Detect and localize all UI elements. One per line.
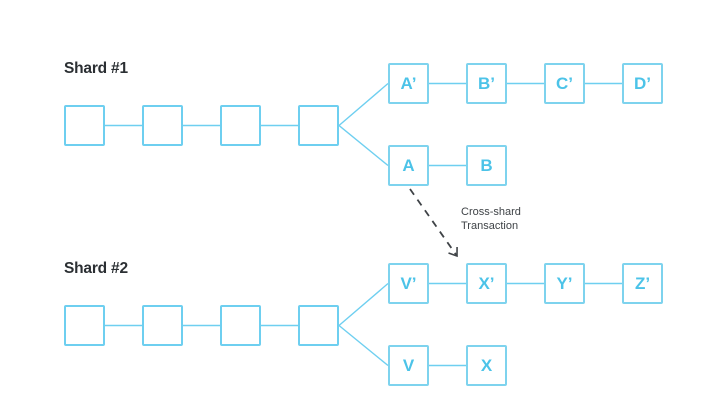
shard-2-chain-block-empty[interactable] [220, 305, 261, 346]
shard-1-upper-block-C-prime[interactable]: C’ [544, 63, 585, 104]
block-label: A [402, 156, 415, 175]
shard-1-chain-block-empty[interactable] [298, 105, 339, 146]
shard-2-chain-block-empty[interactable] [142, 305, 183, 346]
shard-1-chain-block-empty[interactable] [220, 105, 261, 146]
block-label: X’ [478, 274, 495, 293]
shard-2-lower-block-V[interactable]: V [388, 345, 429, 386]
block-label: C’ [556, 74, 573, 93]
shard-2-upper-block-Z-prime[interactable]: Z’ [622, 263, 663, 304]
block-label: V’ [400, 274, 417, 293]
shard-2-heading: Shard #2 [64, 260, 128, 277]
cross-shard-label-line-2: Transaction [461, 220, 519, 232]
shard-1-upper-block-A-prime[interactable]: A’ [388, 63, 429, 104]
block-label: Z’ [634, 274, 651, 293]
shard-2-lower-block-X[interactable]: X [466, 345, 507, 386]
shard-2-chain-block-empty[interactable] [64, 305, 105, 346]
shard-2-upper-block-Y-prime[interactable]: Y’ [544, 263, 585, 304]
block-label: D’ [634, 74, 651, 93]
cross-shard-label-line-1: Cross-shard [461, 206, 521, 218]
shard-2-upper-block-X-prime[interactable]: X’ [466, 263, 507, 304]
block-label: Y’ [556, 274, 573, 293]
shard-1-chain-block-empty[interactable] [142, 105, 183, 146]
cross-shard-arrow [409, 188, 458, 258]
shard-1-heading: Shard #1 [64, 60, 128, 77]
shard-1-lower-block-B[interactable]: B [466, 145, 507, 186]
shard-1-upper-block-B-prime[interactable]: B’ [466, 63, 507, 104]
block-label: B [480, 156, 493, 175]
block-label: X [480, 356, 493, 375]
shard-1-lower-block-A[interactable]: A [388, 145, 429, 186]
block-label: A’ [400, 74, 417, 93]
block-label: B’ [478, 74, 495, 93]
cross-shard-transaction-label: Cross-shard Transaction [461, 205, 521, 233]
shard-2-chain-block-empty[interactable] [298, 305, 339, 346]
shard-1-chain-block-empty[interactable] [64, 105, 105, 146]
shard-1-upper-block-D-prime[interactable]: D’ [622, 63, 663, 104]
shard-2-upper-block-V-prime[interactable]: V’ [388, 263, 429, 304]
block-label: V [402, 356, 415, 375]
